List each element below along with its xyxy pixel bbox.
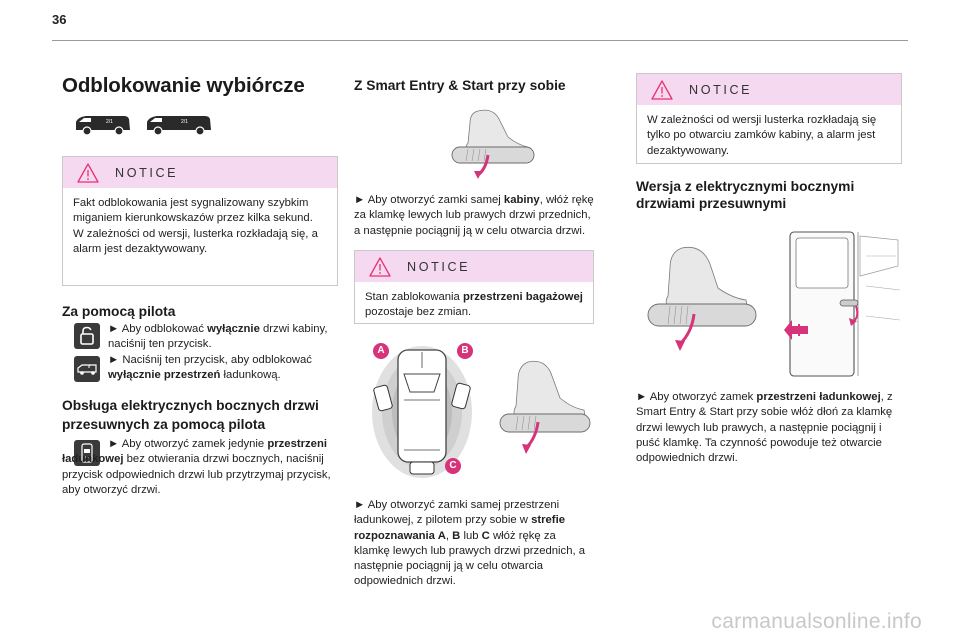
smart-entry-text-2-bold1: strefie rozpoznawania A <box>354 514 565 542</box>
notice-text-start: Stan zablokowania <box>365 291 463 303</box>
svg-text:2/1: 2/1 <box>181 119 188 125</box>
smart-entry-text-1-end: , włóż rękę za klamkę lewych lub prawych… <box>354 194 594 237</box>
smart-entry-text-2-bold2: B <box>452 529 461 542</box>
remote-item-2-bold: wyłącznie przestrzeń <box>108 369 221 382</box>
remote-heading: Za pomocą pilota <box>62 304 176 319</box>
sliding-door-heading: Obsługa elektrycznych bocznych drzwi prz… <box>62 398 319 432</box>
notice-text-line2: W zależności od wersji, lusterka rozkład… <box>73 227 318 255</box>
smart-entry-text-2-part1: ► Aby otworzyć zamki samej przestrzeni ł… <box>354 499 560 527</box>
sliding-door-text-end: bez otwierania drzwi bocznych, naciśnij … <box>62 453 331 496</box>
remote-item-2-text-end: ładunkową. <box>220 369 281 382</box>
notice-title: NOTICE <box>689 82 753 97</box>
notice-body: Stan zablokowania przestrzeni bagażowej … <box>355 282 593 328</box>
van-long-icon: 2/1 <box>147 116 211 136</box>
smart-entry-text-1: ► Aby otworzyć zamki samej kabiny, włóż … <box>354 193 594 239</box>
hand-handle-illustration <box>499 360 591 454</box>
smart-entry-text-2-part3: lub <box>460 529 482 542</box>
smart-entry-text-2-part2: , <box>445 529 453 542</box>
sliding-door-text-start: ► Aby otworzyć zamek jedynie <box>108 438 268 450</box>
sliding-door-text-bold: przestrzeni ładunkowej <box>62 438 327 466</box>
smart-entry-heading: Z Smart Entry & Start przy sobie <box>354 78 566 93</box>
notice-header: NOTICE <box>637 74 901 105</box>
remote-item-1: ► Aby odblokować wyłącznie drzwi kabiny,… <box>108 322 340 353</box>
smart-entry-text-1-bold: kabiny <box>503 194 540 206</box>
notice-box-1: NOTICE Fakt odblokowania jest sygnalizow… <box>62 156 338 286</box>
sliding-door-version-heading: Wersja z elektrycznymi bocznymi drzwiami… <box>636 179 855 211</box>
section-title: Odblokowanie wybiórcze <box>62 74 305 97</box>
top-rule <box>52 40 908 41</box>
remote-item-1-text-end: drzwi kabiny, naciśnij ten przycisk. <box>108 323 328 351</box>
warning-icon <box>77 162 99 183</box>
sliding-door-version-text: ► Aby otworzyć zamek przestrzeni ładunko… <box>636 390 906 466</box>
sliding-door-version-text-start: ► Aby otworzyć zamek <box>636 391 757 403</box>
zone-badge-b: B <box>457 343 473 359</box>
hand-handle-illustration <box>451 109 535 179</box>
smart-entry-text-2-bold3: C <box>481 529 490 542</box>
sliding-door-version-text-end: , z Smart Entry & Start przy sobie włóż … <box>636 391 893 465</box>
unlock-button-icon <box>74 323 100 349</box>
sliding-door-button-icon <box>74 440 100 466</box>
notice-body: W zależności od wersji lusterka rozkłada… <box>647 114 877 157</box>
remote-item-2-text: ► Naciśnij ten przycisk, aby odblokować <box>108 354 312 366</box>
notice-title: NOTICE <box>115 165 179 180</box>
smart-entry-text-2-part4: włóż rękę za klamkę lewych lub prawych d… <box>354 529 586 588</box>
zone-badge-c: C <box>445 458 461 474</box>
notice-header: NOTICE <box>63 157 337 188</box>
remote-item-1-bold: wyłącznie <box>207 323 260 335</box>
notice-title: NOTICE <box>407 259 471 274</box>
van-short-icon: 2/1 <box>76 116 130 136</box>
svg-text:2/1: 2/1 <box>106 119 113 125</box>
sliding-door-text: ► Aby otworzyć zamek jedynie przestrzeni… <box>62 437 344 498</box>
cargo-unlock-button-icon <box>74 356 100 382</box>
notice-text-bold: przestrzeni bagażowej <box>462 291 583 303</box>
sliding-door-version-text-bold: przestrzeni ładunkowej <box>756 391 881 403</box>
warning-icon <box>651 79 673 100</box>
hand-handle-illustration <box>647 246 757 351</box>
zone-badge-a: A <box>373 343 389 359</box>
remote-item-2: ► Naciśnij ten przycisk, aby odblokować … <box>108 353 340 384</box>
notice-header: NOTICE <box>355 251 593 282</box>
sliding-door-illustration <box>784 231 901 377</box>
notice-text-line1: Fakt odblokowania jest sygnalizowany szy… <box>73 197 313 225</box>
notice-text-end: pozostaje bez zmian. <box>365 306 472 319</box>
smart-entry-text-1-start: ► Aby otworzyć zamki samej <box>354 194 504 206</box>
smart-entry-text-2: ► Aby otworzyć zamki samej przestrzeni ł… <box>354 498 594 590</box>
notice-box-2: NOTICE Stan zablokowania przestrzeni bag… <box>354 250 594 324</box>
notice-box-3: NOTICE W zależności od wersji lusterka r… <box>636 73 902 164</box>
warning-icon <box>369 256 391 277</box>
footer-watermark[interactable]: carmanualsonline.info <box>711 610 922 633</box>
recognition-zones-diagram <box>372 346 472 478</box>
notice-body: Fakt odblokowania jest sygnalizowany szy… <box>63 188 337 264</box>
remote-item-1-text: ► Aby odblokować <box>108 323 208 335</box>
page-number: 36 <box>52 12 67 27</box>
